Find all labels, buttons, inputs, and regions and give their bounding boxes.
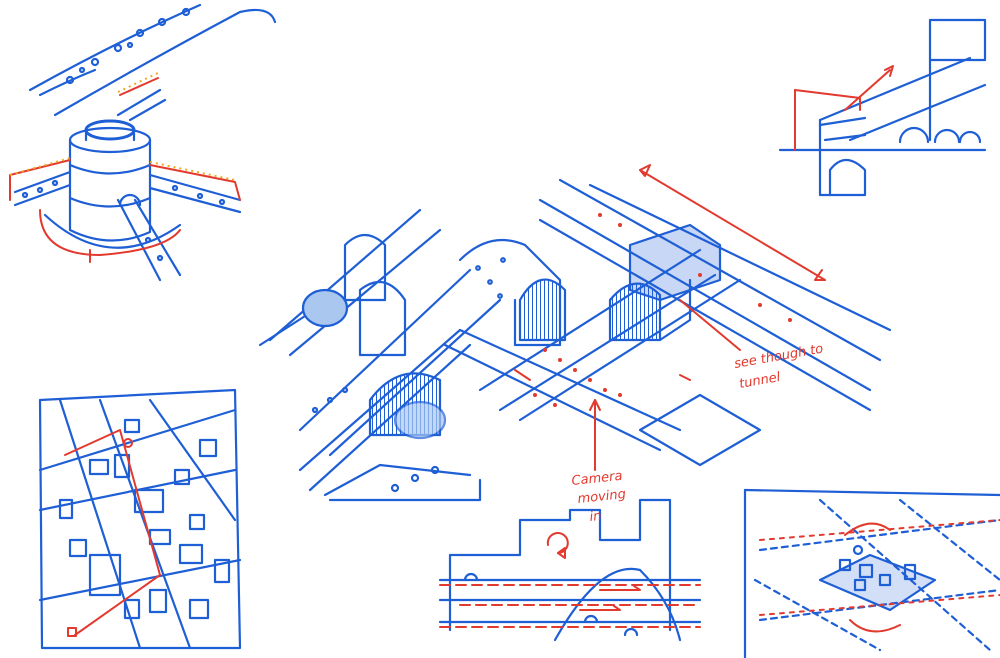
red-dots xyxy=(533,213,792,407)
note-see-through-line1: see though to xyxy=(733,342,824,372)
note-camera-line3: in xyxy=(589,509,602,525)
sketch-roundabout-tower xyxy=(13,88,242,282)
sketch-grid-platform xyxy=(743,488,1000,658)
sketch-elevation xyxy=(438,498,702,642)
red-annotations xyxy=(9,65,1000,637)
note-see-through: see though to tunnel xyxy=(733,342,824,392)
sketch-top-road xyxy=(28,3,277,117)
sketch-tunnels xyxy=(258,178,892,502)
note-camera-line2: moving xyxy=(577,487,627,507)
orange-road-edges xyxy=(9,71,236,181)
sketch-ramp xyxy=(778,18,987,197)
note-camera: Camera moving in xyxy=(571,469,627,525)
sketch-city-map xyxy=(38,388,242,650)
note-camera-line1: Camera xyxy=(571,469,623,489)
note-see-through-line2: tunnel xyxy=(738,370,782,392)
